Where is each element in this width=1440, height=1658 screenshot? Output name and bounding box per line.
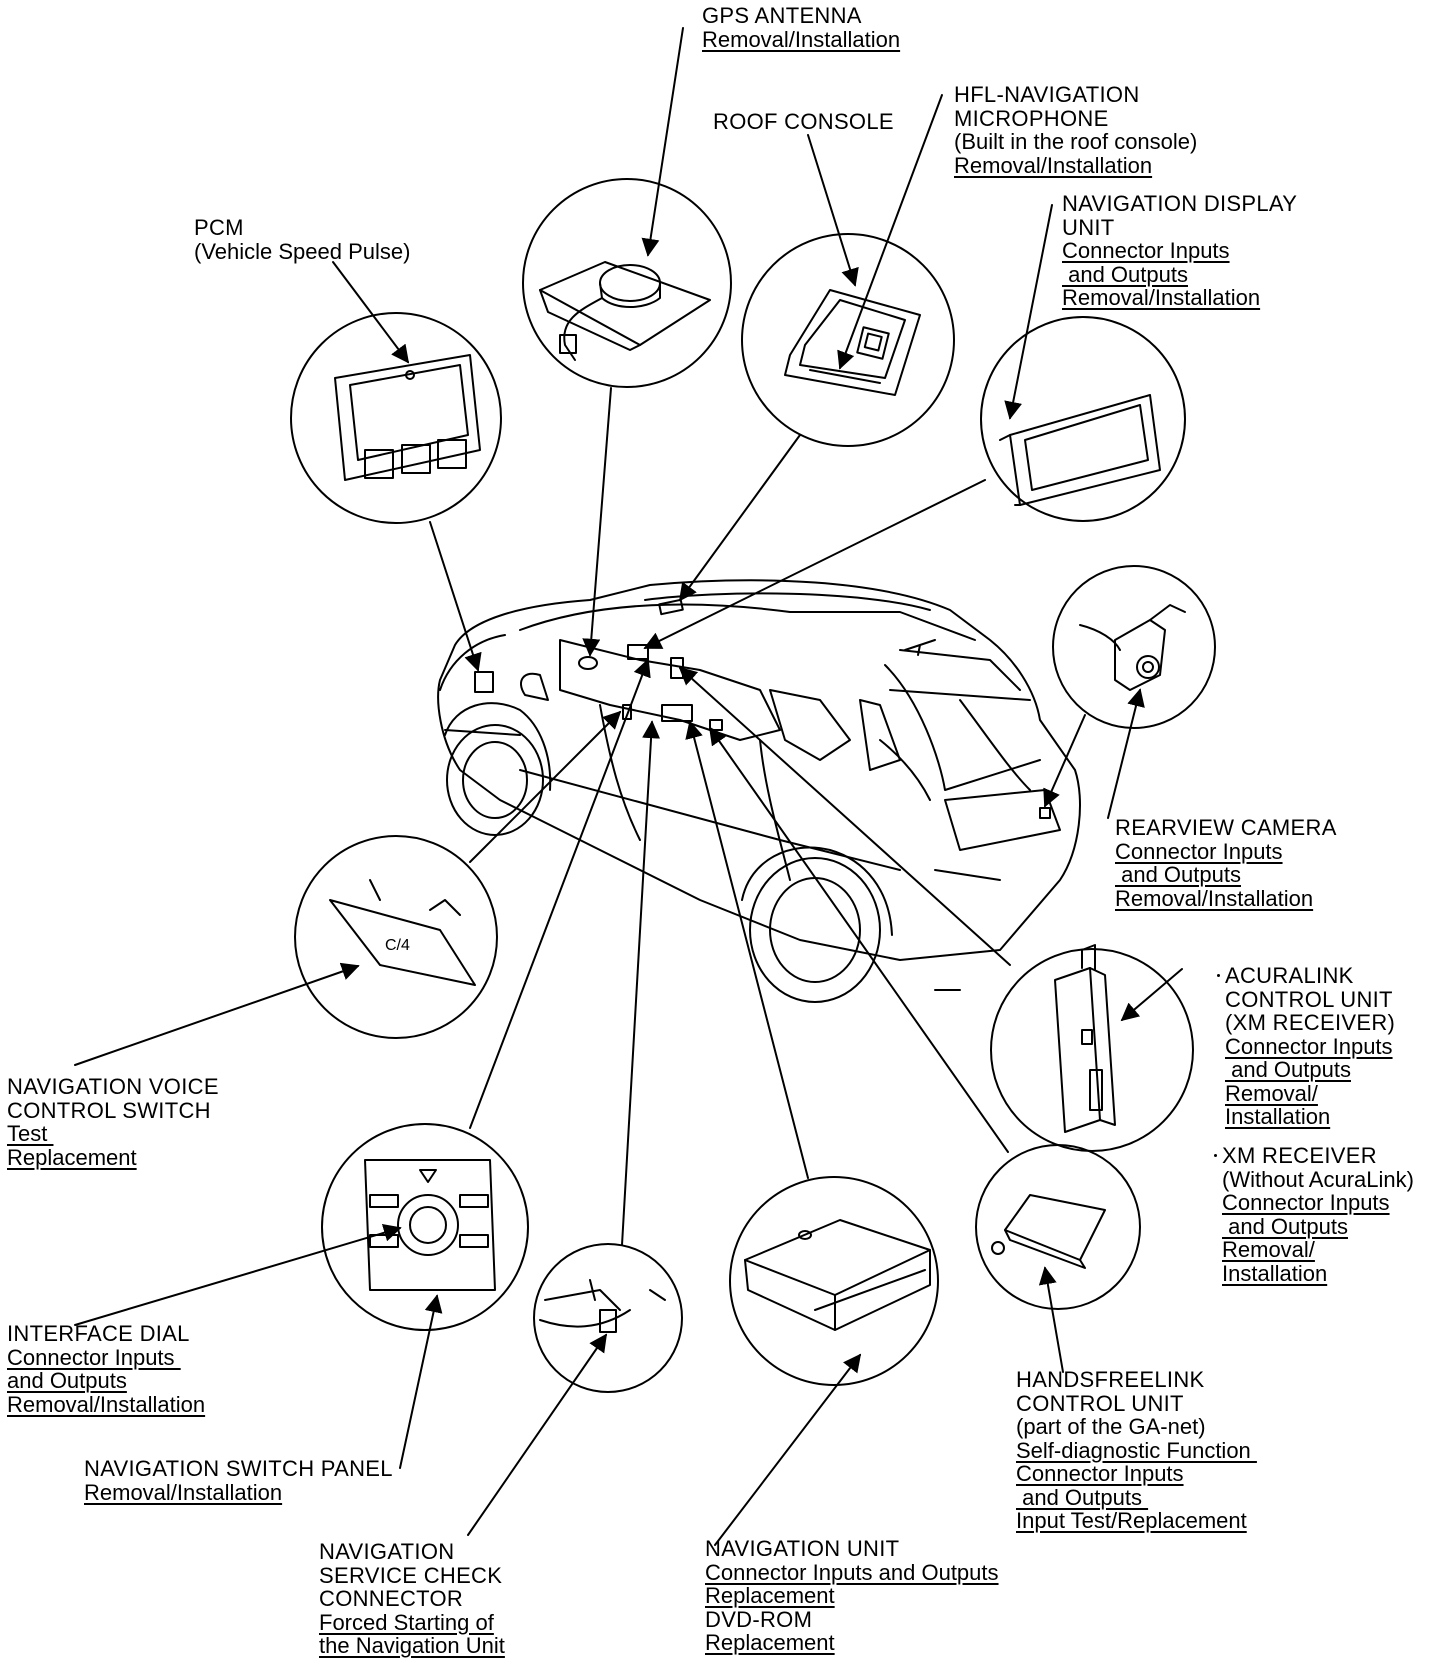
handsfreelink-control-unit-detail-circle [975, 1144, 1141, 1310]
navigation-unit-detail-circle [729, 1176, 939, 1386]
acuralink-link-removal-2[interactable]: Installation [1225, 1104, 1331, 1129]
xm-receiver-link-removal-1[interactable]: Removal/ [1222, 1237, 1315, 1262]
nav-unit-link-replacement[interactable]: Replacement [705, 1583, 835, 1608]
label-handsfreelink-control-unit: HANDSFREELINK CONTROL UNIT (part of the … [1016, 1368, 1257, 1533]
xm-receiver-title-2: (Without AcuraLink) [1222, 1166, 1414, 1192]
nav-display-title-2: UNIT [1062, 214, 1115, 240]
label-acuralink-control-unit: ACURALINK CONTROL UNIT (XM RECEIVER) Con… [1225, 964, 1395, 1129]
hfl-mic-title-2: MICROPHONE [954, 105, 1109, 131]
rearview-camera-detail-circle [1052, 565, 1216, 729]
handsfreelink-link-self-diagnostic[interactable]: Self-diagnostic Function [1016, 1437, 1257, 1463]
acuralink-title-3: (XM RECEIVER) [1225, 1010, 1396, 1035]
navigation-display-unit-detail-circle [980, 316, 1186, 522]
label-roof-console: ROOF CONSOLE [713, 110, 894, 134]
pcm-title: PCM [194, 215, 244, 240]
rearview-camera-title: REARVIEW CAMERA [1115, 815, 1337, 840]
service-check-title-1: NAVIGATION [319, 1539, 455, 1564]
voice-control-switch-detail-circle: C/4 [294, 835, 498, 1039]
service-check-title-3: CONNECTOR [319, 1586, 464, 1611]
service-check-link-2[interactable]: the Navigation Unit [319, 1633, 505, 1658]
voice-switch-title-1: NAVIGATION VOICE [7, 1074, 219, 1099]
label-pcm: PCM (Vehicle Speed Pulse) [194, 216, 410, 263]
xm-receiver-title-1: XM RECEIVER [1222, 1143, 1377, 1168]
rearview-camera-link-connector-1[interactable]: Connector Inputs [1115, 838, 1283, 864]
xm-receiver-link-connector-1[interactable]: Connector Inputs [1222, 1190, 1390, 1215]
voice-switch-link-replacement[interactable]: Replacement [7, 1144, 137, 1170]
nav-display-link-removal[interactable]: Removal/Installation [1062, 285, 1261, 310]
nav-unit-title: NAVIGATION UNIT [705, 1536, 900, 1561]
interface-dial-link-connector-1[interactable]: Connector Inputs [7, 1344, 181, 1370]
label-navigation-unit: NAVIGATION UNIT Connector Inputs and Out… [705, 1537, 999, 1655]
label-xm-receiver: XM RECEIVER (Without AcuraLink) Connecto… [1222, 1144, 1414, 1285]
acuralink-link-removal-1[interactable]: Removal/ [1225, 1080, 1318, 1106]
service-check-connector-detail-circle [533, 1243, 683, 1393]
gps-antenna-detail-circle [522, 178, 732, 388]
hfl-mic-title-3: (Built in the roof console) [954, 129, 1198, 154]
handsfreelink-link-connector-2[interactable]: and Outputs [1016, 1484, 1149, 1510]
label-navigation-voice-control-switch: NAVIGATION VOICE CONTROL SWITCH Test Rep… [7, 1075, 219, 1169]
service-check-title-2: SERVICE CHECK [319, 1562, 503, 1588]
acuralink-title-2: CONTROL UNIT [1225, 986, 1393, 1012]
voice-switch-link-test[interactable]: Test [7, 1121, 54, 1146]
nav-display-link-connector-1[interactable]: Connector Inputs [1062, 238, 1230, 263]
gps-antenna-title: GPS ANTENNA [702, 3, 862, 28]
interface-dial-detail-circle [321, 1123, 529, 1331]
handsfreelink-title-2: CONTROL UNIT [1016, 1390, 1184, 1416]
acuralink-link-connector-2[interactable]: and Outputs [1225, 1057, 1351, 1082]
rearview-camera-link-removal[interactable]: Removal/Installation [1115, 885, 1314, 911]
xm-receiver-link-connector-2[interactable]: and Outputs [1222, 1213, 1348, 1239]
leader-lines [74, 27, 1183, 1546]
dot-icon [1217, 974, 1220, 977]
dvd-rom-title: DVD-ROM [705, 1606, 813, 1632]
acuralink-control-unit-detail-circle [990, 944, 1194, 1152]
label-gps-antenna: GPS ANTENNA Removal/Installation [702, 4, 900, 51]
label-interface-dial: INTERFACE DIAL Connector Inputs and Outp… [7, 1322, 205, 1416]
dvd-rom-link-replacement[interactable]: Replacement [705, 1630, 835, 1655]
handsfreelink-title-3: (part of the GA-net) [1016, 1414, 1206, 1439]
label-navigation-service-check-connector: NAVIGATION SERVICE CHECK CONNECTOR Force… [319, 1540, 505, 1658]
switch-panel-title: NAVIGATION SWITCH PANEL [84, 1456, 393, 1481]
hfl-mic-link-removal[interactable]: Removal/Installation [954, 152, 1153, 178]
voice-switch-title-2: CONTROL SWITCH [7, 1097, 211, 1123]
pcm-detail-circle [290, 312, 502, 524]
nav-unit-link-connector[interactable]: Connector Inputs and Outputs [705, 1559, 999, 1585]
vehicle-illustration [437, 579, 1081, 1003]
roof-console-title: ROOF CONSOLE [713, 109, 894, 134]
label-navigation-display-unit: NAVIGATION DISPLAY UNIT Connector Inputs… [1062, 192, 1297, 310]
label-rearview-camera: REARVIEW CAMERA Connector Inputs and Out… [1115, 816, 1337, 910]
nav-display-title-1: NAVIGATION DISPLAY [1062, 191, 1298, 216]
switch-panel-link-removal[interactable]: Removal/Installation [84, 1479, 283, 1505]
interface-dial-link-removal[interactable]: Removal/Installation [7, 1391, 206, 1417]
label-hfl-microphone: HFL-NAVIGATION MICROPHONE (Built in the … [954, 83, 1197, 177]
xm-receiver-link-removal-2[interactable]: Installation [1222, 1260, 1328, 1286]
acuralink-title-1: ACURALINK [1225, 963, 1354, 988]
handsfreelink-link-input-test[interactable]: Input Test/Replacement [1016, 1508, 1247, 1533]
interface-dial-title: INTERFACE DIAL [7, 1321, 190, 1346]
dot-icon [1214, 1154, 1217, 1157]
roof-console-detail-circle [741, 233, 955, 447]
service-check-link-1[interactable]: Forced Starting of [319, 1609, 494, 1635]
rearview-camera-link-connector-2[interactable]: and Outputs [1115, 862, 1241, 887]
label-navigation-switch-panel: NAVIGATION SWITCH PANEL Removal/Installa… [84, 1457, 393, 1504]
svg-text:C/4: C/4 [385, 937, 410, 954]
gps-antenna-link-removal[interactable]: Removal/Installation [702, 26, 901, 52]
interface-dial-link-connector-2[interactable]: and Outputs [7, 1368, 127, 1393]
acuralink-link-connector-1[interactable]: Connector Inputs [1225, 1033, 1393, 1059]
handsfreelink-link-connector-1[interactable]: Connector Inputs [1016, 1461, 1184, 1486]
nav-display-link-connector-2[interactable]: and Outputs [1062, 261, 1188, 287]
hfl-mic-title-1: HFL-NAVIGATION [954, 82, 1140, 107]
pcm-subtitle: (Vehicle Speed Pulse) [194, 238, 411, 264]
handsfreelink-title-1: HANDSFREELINK [1016, 1367, 1205, 1392]
